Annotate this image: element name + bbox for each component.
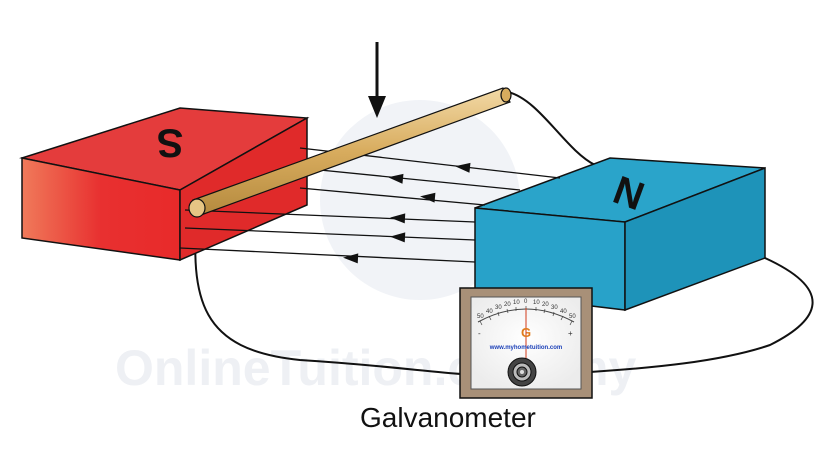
- north-magnet: N: [474, 157, 766, 312]
- field-line-arrow-icon: [390, 232, 406, 243]
- field-line-arrow-icon: [420, 192, 436, 203]
- galvanometer-scale-labels: 50 40 30 20 10 0 10 20 30 40 50: [477, 299, 576, 320]
- rod-end-far: [500, 87, 512, 103]
- field-line: [299, 187, 486, 206]
- field-line: [184, 209, 476, 223]
- galvanometer: 50 40 30 20 10 0 10 20 30 40 50 G - + ww…: [459, 287, 593, 399]
- scale-label: 10: [513, 300, 520, 306]
- scale-label: 40: [486, 309, 493, 315]
- field-line-arrow-icon: [390, 213, 406, 224]
- scale-label: 50: [477, 314, 484, 320]
- galvanometer-url: www.myhometuition.com: [489, 345, 562, 351]
- scale-label: 20: [542, 302, 549, 308]
- scale-label: 10: [533, 300, 540, 306]
- down-arrow-icon: [368, 42, 386, 118]
- galvanometer-symbol: G: [521, 325, 531, 340]
- galvanometer-plus: +: [568, 329, 573, 338]
- scale-label: 30: [551, 305, 558, 311]
- scale-label: 0: [524, 299, 528, 305]
- scale-label: 30: [495, 305, 502, 311]
- scale-label: 20: [504, 302, 511, 308]
- scale-label: 40: [560, 309, 567, 315]
- wire-left: [194, 207, 463, 375]
- galvanometer-caption: Galvanometer: [360, 402, 536, 433]
- field-line: [184, 227, 476, 241]
- galvanometer-dial-icon: [507, 357, 537, 387]
- south-pole-label: S: [157, 120, 184, 164]
- scale-label: 50: [569, 314, 576, 320]
- field-line: [299, 167, 521, 191]
- rod-end-near: [188, 198, 206, 218]
- conductor-rod: [188, 87, 512, 218]
- field-line-arrow-icon: [343, 253, 359, 264]
- field-line-arrow-icon: [388, 173, 404, 184]
- field-line-arrow-icon: [455, 162, 471, 173]
- north-magnet-side: [624, 166, 766, 312]
- field-line: [179, 247, 476, 263]
- field-line-arrows: [343, 162, 471, 264]
- galvanometer-minus: -: [478, 329, 481, 338]
